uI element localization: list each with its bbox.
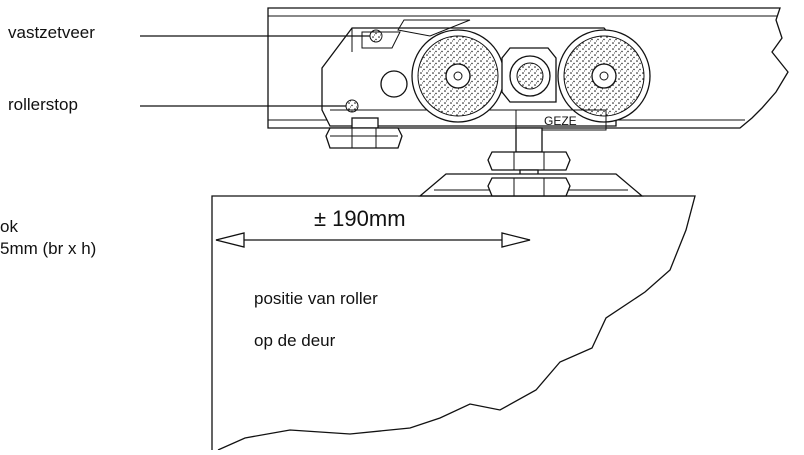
rollerstop-label: rollerstop (8, 95, 78, 114)
roller-right (557, 29, 651, 123)
vastzetveer-dot (369, 29, 383, 43)
hanger-bolt (487, 127, 571, 179)
brand-text: GEZE (544, 114, 577, 128)
roller-left (411, 29, 505, 123)
rollerstop-dot (345, 99, 359, 113)
door-text-line2: op de deur (254, 331, 336, 350)
dimension-label: ± 190mm (314, 206, 406, 231)
door-outline (211, 195, 696, 451)
brand-plate (515, 109, 607, 131)
door-text-line1: positie van roller (254, 289, 378, 308)
left-caption-line2: 5mm (br x h) (0, 239, 96, 258)
stop-knob (380, 70, 408, 98)
dimension-arrow (215, 232, 531, 248)
mounting-plate (418, 173, 644, 197)
vastzetveer-label: vastzetveer (8, 23, 95, 42)
rollerstop-nut (325, 117, 403, 149)
guide-wheel (501, 47, 557, 103)
left-caption-line1: ok (0, 217, 18, 236)
